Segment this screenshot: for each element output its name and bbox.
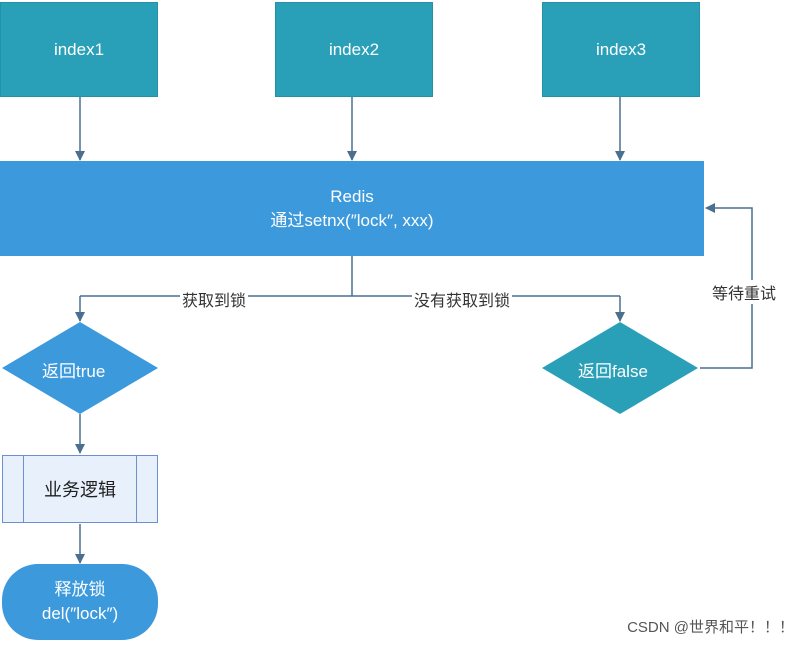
index2-label: index2	[328, 39, 380, 59]
edge-label-no-lock: 没有获取到锁	[412, 287, 513, 311]
return-false-diamond	[542, 322, 698, 414]
redis-box: Redis 通过setnx(″lock″, xxx)	[0, 161, 704, 256]
return-true-diamond	[2, 322, 158, 414]
index2-box: index2	[275, 2, 433, 97]
return-true-label: 返回true	[42, 362, 106, 381]
release-lock-title: 释放锁	[54, 580, 106, 599]
watermark: CSDN @世界和平！！！	[627, 619, 794, 636]
release-lock-box: 释放锁 del(″lock″)	[2, 564, 158, 640]
edge-label-retry: 等待重试	[710, 280, 779, 304]
business-left-bar	[23, 456, 24, 522]
redis-command: 通过setnx(″lock″, xxx)	[270, 210, 434, 230]
index1-box: index1	[0, 2, 158, 97]
index3-label: index3	[595, 39, 647, 59]
index1-label: index1	[53, 39, 105, 59]
redis-title: Redis	[330, 186, 374, 206]
business-logic-box: 业务逻辑	[2, 455, 158, 523]
index3-box: index3	[542, 2, 700, 97]
business-right-bar	[136, 456, 137, 522]
business-logic-label: 业务逻辑	[44, 480, 116, 500]
return-false-label: 返回false	[578, 362, 648, 381]
edge-label-got-lock: 获取到锁	[180, 287, 249, 311]
release-lock-command: del(″lock″)	[41, 604, 119, 623]
